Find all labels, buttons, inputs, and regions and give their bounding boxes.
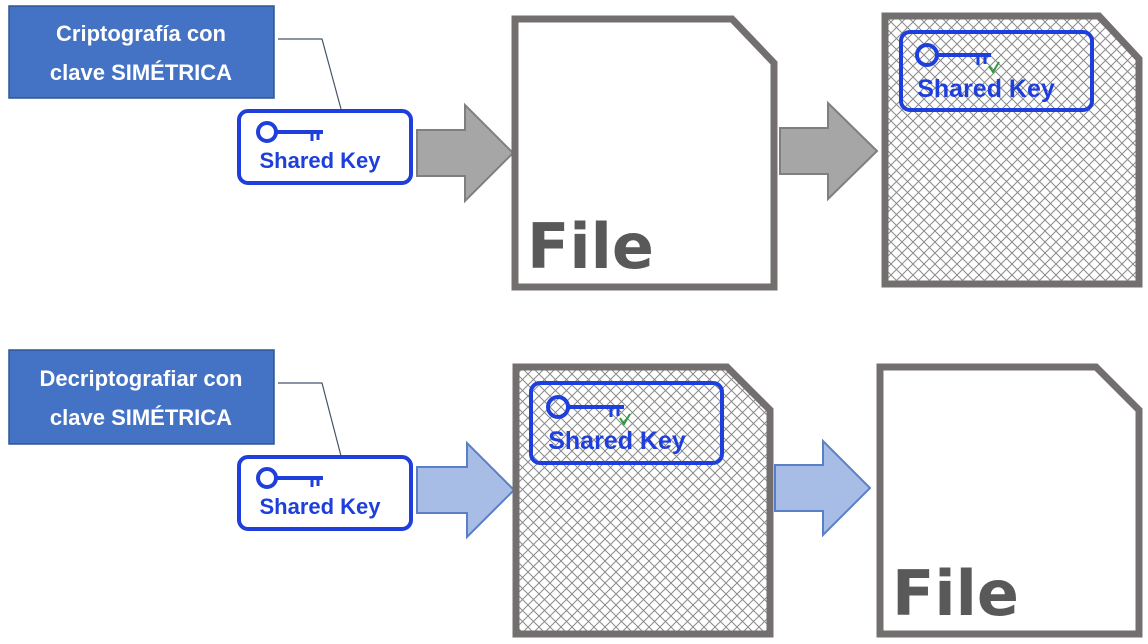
encrypt-label-line2: clave SIMÉTRICA xyxy=(50,60,232,85)
key-icon xyxy=(546,395,624,419)
encrypted-key-label: Shared Key xyxy=(548,427,686,455)
encrypted-shared-key-box: Shared Key xyxy=(529,381,724,465)
arrow-right-icon xyxy=(774,438,872,538)
document-icon xyxy=(511,15,778,291)
encrypt-shared-key-box: Shared Key xyxy=(237,109,413,185)
decrypt-key-label: Shared Key xyxy=(259,494,381,519)
arrow-right-icon xyxy=(779,100,879,202)
encrypted-shared-key-box: Shared Key xyxy=(899,30,1094,112)
encrypt-key-label: Shared Key xyxy=(259,148,381,173)
key-icon xyxy=(915,43,991,67)
document-icon xyxy=(881,12,1143,288)
decrypt-shared-key-box: Shared Key xyxy=(237,455,413,531)
decrypt-callout-leader xyxy=(278,382,342,457)
decrypt-label-line1: Decriptografiar con xyxy=(40,366,243,391)
encrypt-callout-leader xyxy=(278,38,342,110)
check-mark-icon xyxy=(619,413,631,426)
key-icon xyxy=(256,121,323,143)
plain-file-document: File xyxy=(511,15,778,291)
decrypted-file-document: File xyxy=(876,363,1143,638)
encrypted-key-label: Shared Key xyxy=(917,75,1055,103)
decrypted-file-label: File xyxy=(892,557,1019,630)
plain-file-label: File xyxy=(527,210,654,283)
encrypted-file-document: Shared Key xyxy=(881,12,1143,288)
encrypt-row: Criptografía con clave SIMÉTRICA Shared … xyxy=(8,5,1143,291)
encrypted-file-document: Shared Key xyxy=(512,363,774,638)
decrypt-callout: Decriptografiar con clave SIMÉTRICA xyxy=(8,349,275,445)
key-icon xyxy=(256,467,323,489)
check-mark-icon xyxy=(988,61,1000,74)
arrow-right-icon xyxy=(416,440,516,540)
encrypt-label-line1: Criptografía con xyxy=(56,21,226,46)
encrypt-callout: Criptografía con clave SIMÉTRICA xyxy=(8,5,275,99)
arrow-right-icon xyxy=(416,102,515,204)
decrypt-row: Decriptografiar con clave SIMÉTRICA Shar… xyxy=(8,349,1143,638)
decrypt-label-line2: clave SIMÉTRICA xyxy=(50,405,232,430)
document-icon xyxy=(876,363,1143,638)
document-icon xyxy=(512,363,774,638)
